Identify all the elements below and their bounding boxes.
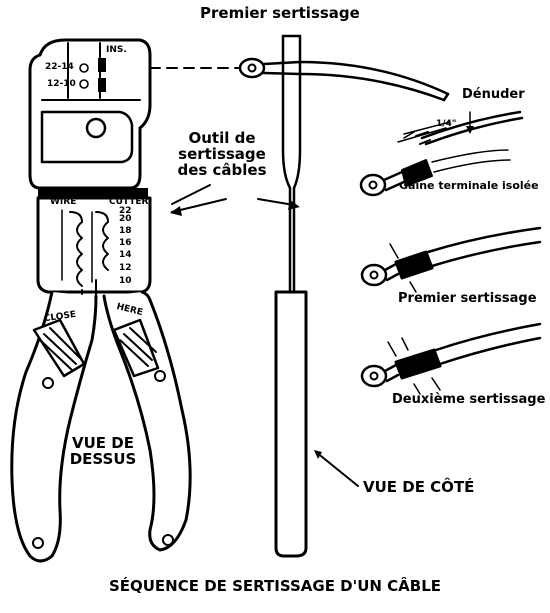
second-crimp-label: Deuxième sertissage <box>392 392 546 407</box>
size-16: 16 <box>119 238 132 248</box>
terminal-label: Gaine terminale isolée <box>399 179 539 192</box>
top-title: Premier sertissage <box>200 4 360 22</box>
crimper-cutter-section <box>36 196 152 301</box>
gauge-a-marking: 22-14 <box>45 62 74 72</box>
side-view-label: VUE DE CÔTÉ <box>363 478 475 496</box>
size-22: 22 <box>119 206 132 216</box>
top-ring-terminal <box>238 57 450 102</box>
strip-length-label: 1/4" <box>436 119 457 129</box>
side-view-tool <box>274 34 308 558</box>
strip-label: Dénuder <box>462 87 525 102</box>
crimper-head <box>28 38 152 198</box>
tool-name-leaders <box>171 198 295 213</box>
size-14: 14 <box>119 250 132 260</box>
second-crimp-terminal <box>360 322 542 395</box>
ins-marking: INS. <box>106 45 127 55</box>
insulated-terminal <box>359 149 511 197</box>
first-crimp-label: Premier sertissage <box>398 291 537 306</box>
gauge-b-marking: 12-10 <box>47 79 76 89</box>
caption: SÉQUENCE DE SERTISSAGE D'UN CÂBLE <box>108 577 442 595</box>
side-view-leader <box>315 451 359 487</box>
size-12: 12 <box>119 263 132 273</box>
size-20: 20 <box>119 214 132 224</box>
crimper-handles <box>10 290 192 563</box>
stripped-wire <box>397 110 524 146</box>
first-crimp-terminal <box>360 226 542 293</box>
wire-marking: WIRE <box>50 197 77 207</box>
cutter-marking: CUTTER <box>109 197 149 207</box>
size-18: 18 <box>119 226 132 236</box>
top-view-label: VUE DE DESSUS <box>69 434 137 468</box>
size-10: 10 <box>119 276 132 286</box>
tool-name-label: Outil de sertissage des câbles <box>177 129 267 179</box>
